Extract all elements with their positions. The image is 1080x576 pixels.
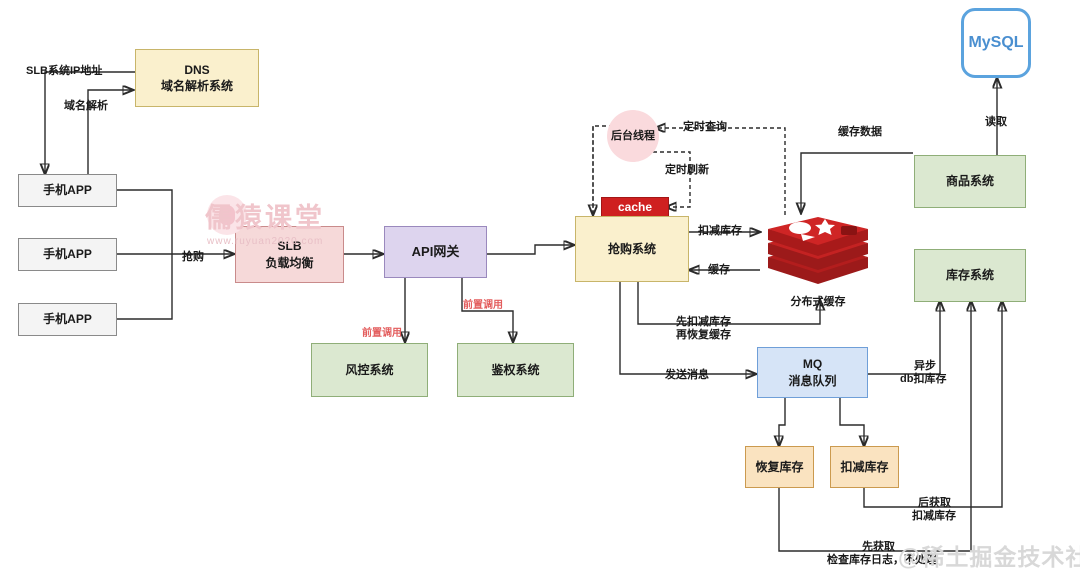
- node-mq-line2: 消息队列: [788, 373, 837, 388]
- node-inventory-system[interactable]: 库存系统: [914, 249, 1026, 302]
- node-mq-line1: MQ: [802, 357, 823, 372]
- edge-label-async-db-2: db扣库存: [900, 373, 947, 385]
- edge-label-db-read: 读取: [985, 116, 1007, 128]
- node-api-gateway-label: API网关: [411, 244, 460, 260]
- edge-label-cache-read: 缓存: [708, 264, 730, 276]
- node-mobile-app-1-label: 手机APP: [43, 183, 92, 198]
- node-api-gateway[interactable]: API网关: [384, 226, 487, 278]
- node-background-thread-label: 后台线程: [611, 129, 655, 142]
- node-dns-line1: DNS: [184, 62, 210, 77]
- node-background-thread[interactable]: 后台线程: [607, 110, 659, 162]
- edge-label-deduct-stock: 扣减库存: [698, 225, 742, 237]
- node-mobile-app-3-label: 手机APP: [43, 312, 92, 327]
- edge-label-timed-refresh: 定时刷新: [665, 164, 709, 176]
- node-dns[interactable]: DNS 域名解析系统: [135, 49, 259, 107]
- node-risk-control-label: 风控系统: [345, 362, 394, 377]
- redis-icon: [763, 216, 873, 294]
- edge-label-deduct-then-restore-1: 先扣减库存: [676, 316, 731, 328]
- node-mysql-label: MySQL: [968, 34, 1024, 52]
- edge-label-domain-resolve: 域名解析: [64, 100, 108, 112]
- edge-label-pre-call-1: 前置调用: [362, 328, 402, 339]
- node-mobile-app-2-label: 手机APP: [43, 247, 92, 262]
- node-restore-stock[interactable]: 恢复库存: [745, 446, 814, 488]
- node-inventory-label: 库存系统: [945, 268, 994, 283]
- edge-label-first-get-2: 检查库存日志，不处理: [827, 554, 937, 566]
- node-slb-line1: SLB: [277, 239, 302, 254]
- node-dns-line2: 域名解析系统: [160, 79, 233, 93]
- edge-label-timed-query: 定时查询: [683, 121, 727, 133]
- node-restore-stock-label: 恢复库存: [755, 459, 804, 474]
- node-deduct-stock-label: 扣减库存: [840, 459, 889, 474]
- edge-label-after-get-1: 后获取: [918, 497, 951, 509]
- edge-label-pre-call-2: 前置调用: [463, 300, 503, 311]
- edge-label-first-get-1: 先获取: [862, 541, 895, 553]
- node-risk-control-system[interactable]: 风控系统: [311, 343, 428, 397]
- node-seckill-label: 抢购系统: [607, 241, 656, 256]
- node-mobile-app-3[interactable]: 手机APP: [18, 303, 117, 336]
- edge-label-deduct-then-restore-2: 再恢复缓存: [676, 329, 731, 341]
- node-product-label: 商品系统: [945, 174, 994, 189]
- node-distributed-cache-label-wrap: 分布式缓存: [763, 294, 873, 310]
- edge-label-after-get-2: 扣减库存: [912, 510, 956, 522]
- node-auth-system[interactable]: 鉴权系统: [457, 343, 574, 397]
- node-seckill-system[interactable]: 抢购系统: [575, 216, 689, 282]
- node-auth-label: 鉴权系统: [491, 362, 540, 377]
- edge-label-async-db-1: 异步: [914, 360, 936, 372]
- edge-label-cache-data: 缓存数据: [838, 126, 882, 138]
- edge-label-send-message: 发送消息: [665, 369, 709, 381]
- edge-label-slb-ip: SLB系统IP地址: [26, 65, 103, 77]
- node-deduct-stock[interactable]: 扣减库存: [830, 446, 899, 488]
- node-mysql[interactable]: MySQL: [961, 8, 1031, 78]
- node-mobile-app-1[interactable]: 手机APP: [18, 174, 117, 207]
- node-slb-line2: 负载均衡: [265, 255, 314, 270]
- edge-label-seckill-buy: 抢购: [182, 251, 204, 263]
- node-distributed-cache-label: 分布式缓存: [790, 295, 846, 308]
- node-product-system[interactable]: 商品系统: [914, 155, 1026, 208]
- node-slb[interactable]: SLB 负载均衡: [235, 226, 344, 283]
- node-local-cache[interactable]: cache: [601, 197, 669, 218]
- node-mobile-app-2[interactable]: 手机APP: [18, 238, 117, 271]
- node-mq[interactable]: MQ 消息队列: [757, 347, 868, 398]
- node-local-cache-label: cache: [617, 200, 653, 215]
